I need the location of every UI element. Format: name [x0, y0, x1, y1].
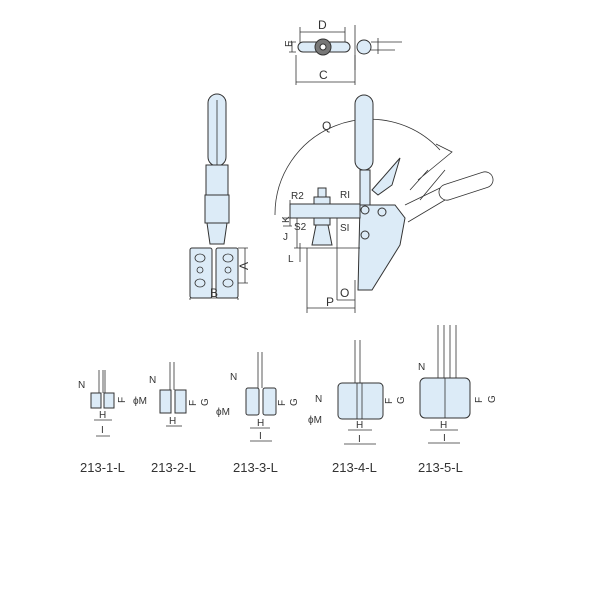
model-name: 213-3-L: [233, 460, 278, 475]
label-H: H: [169, 416, 176, 427]
dim-A: A: [237, 262, 251, 270]
model-213-1-L: N F H I 213-1-L: [78, 370, 128, 475]
label-F: F: [384, 398, 395, 404]
dim-S2: S2: [294, 222, 307, 233]
label-F: F: [117, 397, 128, 403]
label-G: G: [289, 398, 300, 406]
label-H: H: [440, 420, 447, 431]
dim-J: J: [283, 232, 288, 243]
label-I: I: [443, 433, 446, 444]
dim-Q: Q: [322, 119, 331, 133]
dim-R2: R2: [291, 191, 304, 202]
model-name: 213-2-L: [151, 460, 196, 475]
label-H: H: [257, 418, 264, 429]
label-I: I: [259, 431, 262, 442]
model-213-4-L: N ϕM F G H I 213-4-L: [308, 340, 407, 475]
label-N: N: [78, 380, 85, 391]
top-view: D E C: [284, 18, 402, 85]
label-N: N: [315, 394, 322, 405]
label-N: N: [418, 362, 425, 373]
dim-C: C: [319, 68, 328, 82]
dim-S1: SI: [340, 223, 349, 234]
dim-D: D: [318, 18, 327, 32]
label-N: N: [149, 375, 156, 386]
dim-O: O: [340, 286, 349, 300]
front-view: A B: [189, 93, 251, 300]
label-I: I: [358, 434, 361, 445]
model-name: 213-4-L: [332, 460, 377, 475]
label-M: ϕM: [133, 396, 147, 407]
model-213-5-L: N F G H I 213-5-L: [418, 325, 498, 475]
label-N: N: [230, 372, 237, 383]
dim-B: B: [210, 286, 218, 300]
label-G: G: [200, 398, 211, 406]
label-F: F: [277, 400, 288, 406]
model-213-3-L: N ϕM F G H I 213-3-L: [216, 352, 300, 475]
model-name: 213-5-L: [418, 460, 463, 475]
dim-R1: RI: [340, 190, 350, 201]
label-M: ϕM: [216, 407, 230, 418]
dim-E: E: [284, 40, 295, 47]
label-H: H: [356, 420, 363, 431]
label-F: F: [188, 400, 199, 406]
label-H: H: [99, 410, 106, 421]
dim-K: K: [281, 216, 292, 223]
side-view: Q K R2 RI S2 SI J L O P: [274, 94, 494, 313]
label-M: ϕM: [308, 415, 322, 426]
label-G: G: [396, 396, 407, 404]
model-name: 213-1-L: [80, 460, 125, 475]
label-G: G: [487, 395, 498, 403]
label-F: F: [474, 397, 485, 403]
label-I: I: [101, 425, 104, 436]
model-213-2-L: N ϕM F G H 213-2-L: [133, 362, 211, 475]
dim-P: P: [326, 295, 334, 309]
dim-L: L: [288, 254, 294, 265]
